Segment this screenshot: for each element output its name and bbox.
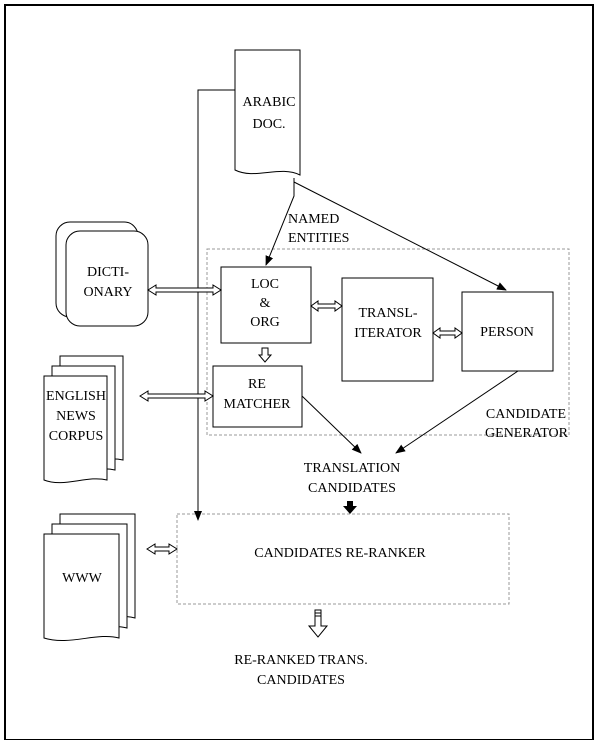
arabic-doc-label-1: ARABIC	[243, 95, 296, 110]
double-arrow-corpus-rematcher	[139, 390, 214, 402]
arrow-reranker-to-reranked-candidates	[307, 609, 329, 638]
translation-candidates-label-2: CANDIDATES	[308, 481, 396, 496]
candidates-reranker-label: CANDIDATES RE-RANKER	[254, 546, 426, 561]
loc-org-box: LOC & ORG	[220, 266, 312, 344]
arrow-arabic-doc-to-reranker	[194, 89, 235, 521]
arrow-arabic-doc-to-person	[293, 181, 507, 291]
named-entities-label-2: ENTITIES	[288, 231, 349, 246]
arrow-person-to-translation-candidates	[395, 370, 519, 454]
double-arrow-www-reranker	[146, 543, 178, 555]
arrow-rematcher-to-translation-candidates	[301, 395, 362, 454]
loc-org-label-3: ORG	[250, 315, 280, 330]
arrow-loc-org-to-rematcher	[257, 347, 273, 363]
candidate-generator-label-1: CANDIDATE	[486, 407, 566, 422]
double-arrow-transliterator-person	[432, 327, 463, 339]
person-box: PERSON	[461, 291, 554, 372]
reranked-candidates-label-2: CANDIDATES	[257, 673, 345, 688]
arabic-doc-document: ARABIC DOC.	[234, 49, 301, 176]
figure-border	[4, 4, 594, 740]
loc-org-label-2: &	[260, 296, 271, 311]
english-news-corpus-documents: ENGLISH NEWS CORPUS	[43, 355, 124, 484]
english-news-corpus-label-1: ENGLISH	[46, 389, 106, 404]
english-news-corpus-label-3: CORPUS	[49, 429, 103, 444]
dictionary-store: DICTI- ONARY	[55, 221, 149, 327]
translation-candidates-label-1: TRANSLATION	[304, 461, 400, 476]
arrow-translation-candidates-to-reranker	[343, 501, 357, 514]
double-arrow-loc-org-transliterator	[310, 300, 343, 312]
www-documents: WWW	[43, 513, 136, 642]
transliterator-label-2: ITERATOR	[354, 326, 422, 341]
arrow-arabic-doc-to-loc-org	[265, 178, 295, 266]
named-entities-label-1: NAMED	[288, 212, 339, 227]
arabic-doc-label-2: DOC.	[252, 117, 285, 132]
rematcher-label-2: MATCHER	[224, 397, 292, 412]
candidate-generator-label-2: GENERATOR	[485, 426, 569, 441]
person-label: PERSON	[480, 325, 534, 340]
rematcher-box: RE MATCHER	[212, 365, 303, 428]
english-news-corpus-label-2: NEWS	[56, 409, 96, 424]
reranked-candidates-label-1: RE-RANKED TRANS.	[234, 653, 368, 668]
transliterator-box: TRANSL- ITERATOR	[341, 277, 434, 382]
dictionary-label-2: ONARY	[83, 285, 132, 300]
dictionary-label-1: DICTI-	[87, 265, 129, 280]
loc-org-label-1: LOC	[251, 277, 279, 292]
transliterator-label-1: TRANSL-	[358, 306, 417, 321]
candidate-generator-group	[206, 248, 570, 436]
www-label: WWW	[62, 571, 102, 586]
candidates-reranker-box	[176, 513, 510, 605]
rematcher-label-1: RE	[248, 377, 266, 392]
double-arrow-dictionary-loc-org	[147, 284, 222, 296]
